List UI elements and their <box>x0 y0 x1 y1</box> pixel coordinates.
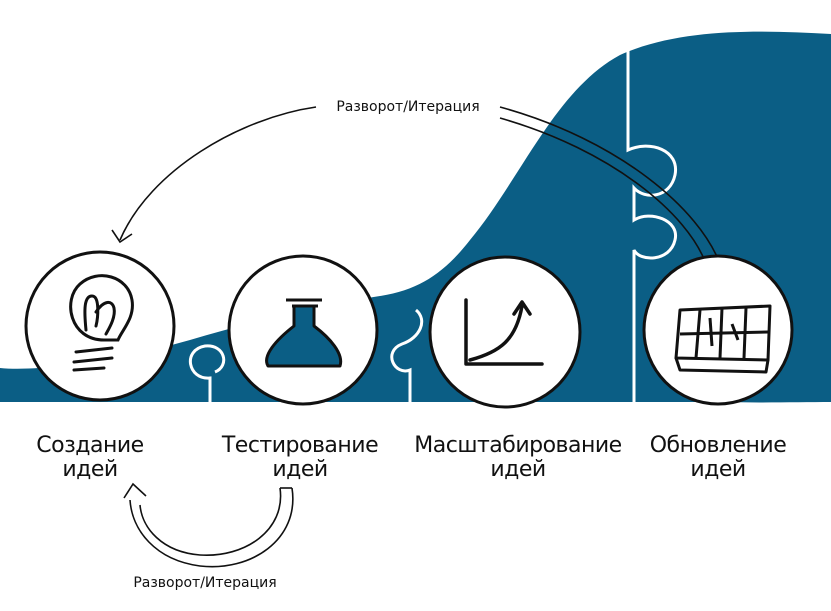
stage-label-scale: Масштабирование идей <box>414 433 622 482</box>
lightbulb-icon <box>69 274 134 372</box>
stage-label-scale-line1: Масштабирование <box>414 433 622 458</box>
bottom-iteration-label: Разворот/Итерация <box>133 575 277 591</box>
top-iteration-label: Разворот/Итерация <box>336 99 480 115</box>
bottom-iteration-arrow <box>123 482 294 568</box>
puzzle-background <box>0 31 831 403</box>
stage-label-scale-line2: идей <box>490 457 546 482</box>
stage-label-update-line1: Обновление <box>649 433 787 458</box>
stage-label-update-line2: идей <box>690 457 746 482</box>
flask-icon <box>265 298 343 368</box>
top-iteration-arrow <box>111 106 721 265</box>
stage-label-create-line2: идей <box>62 457 118 482</box>
stage-label-create: Создание идей <box>36 433 144 482</box>
stage-label-create-line1: Создание <box>36 433 144 458</box>
puzzle-seams <box>188 48 677 402</box>
stage-circle-update <box>642 254 794 406</box>
stage-label-test: Тестирование идей <box>221 433 379 482</box>
puzzle-grid-icon <box>674 304 772 374</box>
stage-label-update: Обновление идей <box>650 434 787 482</box>
growth-chart-icon <box>464 298 544 366</box>
stage-circle-create <box>24 250 176 402</box>
stage-label-test-line1: Тестирование <box>221 433 379 458</box>
stage-label-test-line2: идей <box>272 457 328 482</box>
stage-circle-scale <box>428 255 582 409</box>
